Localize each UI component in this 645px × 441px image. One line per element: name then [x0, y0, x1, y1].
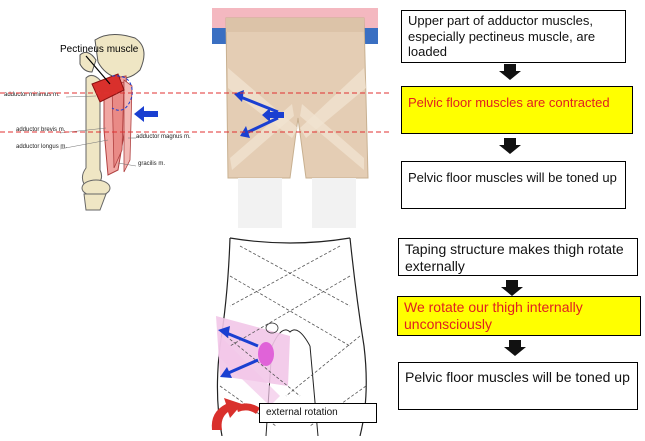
- down-arrow-icon: [504, 340, 526, 356]
- flow-top-step-1: Upper part of adductor muscles, especial…: [401, 10, 626, 63]
- flow-top-step-2: Pelvic floor muscles are contracted: [401, 86, 633, 134]
- flow-bottom-step-3: Pelvic floor muscles will be toned up: [398, 362, 638, 410]
- red-rotation-arrow-icon: [208, 390, 264, 434]
- flow-bottom-step-2: We rotate our thigh internally unconscio…: [397, 296, 641, 336]
- flow-bottom-step-1: Taping structure makes thigh rotate exte…: [398, 238, 638, 276]
- label-gracilis: gracilis m.: [138, 161, 165, 167]
- down-arrow-icon: [499, 64, 521, 80]
- down-arrow-icon: [501, 280, 523, 296]
- guide-lines: [0, 0, 395, 140]
- flow-top-step-3: Pelvic floor muscles will be toned up: [401, 161, 626, 209]
- external-rotation-label: external rotation: [259, 403, 377, 423]
- down-arrow-icon: [499, 138, 521, 154]
- label-adductor-longus: adductor longus m.: [16, 144, 67, 150]
